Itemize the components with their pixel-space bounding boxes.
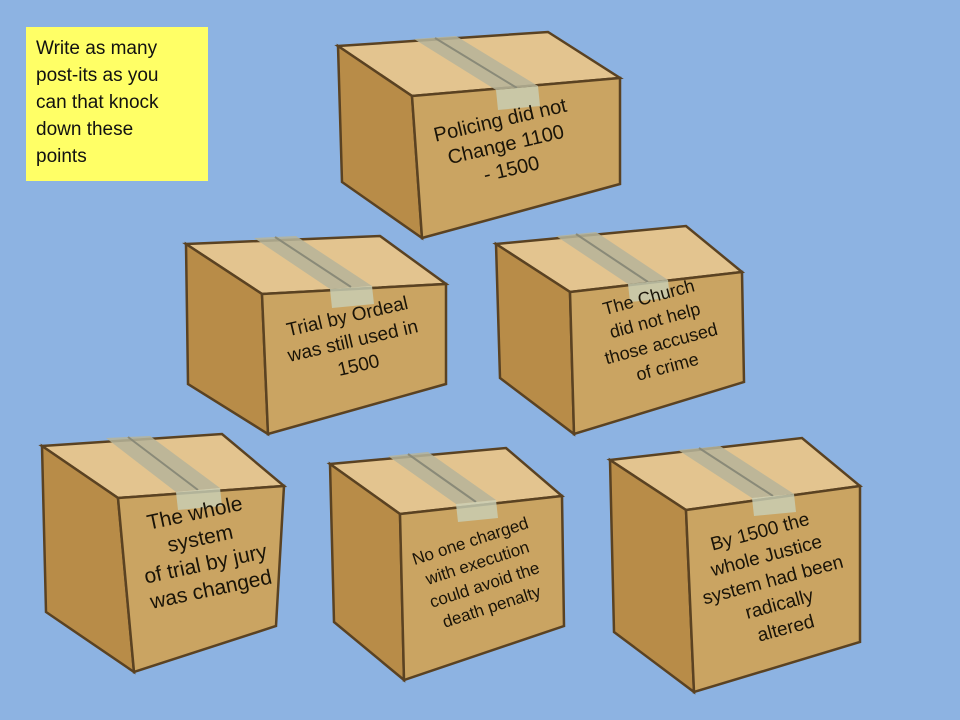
- cardboard-box-execution: No one charged with execution could avoi…: [326, 446, 566, 683]
- box-icon: [334, 30, 624, 241]
- cardboard-box-church: The Church did not help those accused of…: [492, 224, 746, 437]
- cardboard-box-policing: Policing did not Change 1100 - 1500: [334, 30, 624, 241]
- box-icon: [606, 436, 863, 695]
- box-icon: [38, 432, 288, 675]
- cardboard-box-trial-by-jury: The whole system of trial by jury was ch…: [38, 432, 288, 675]
- box-icon: [492, 224, 746, 437]
- cardboard-box-trial-by-ordeal: Trial by Ordeal was still used in 1500: [182, 234, 450, 437]
- box-icon: [326, 446, 566, 683]
- box-icon: [182, 234, 450, 437]
- cardboard-box-justice-system: By 1500 the whole Justice system had bee…: [606, 436, 864, 695]
- postit-note: Write as many post-its as you can that k…: [26, 27, 208, 181]
